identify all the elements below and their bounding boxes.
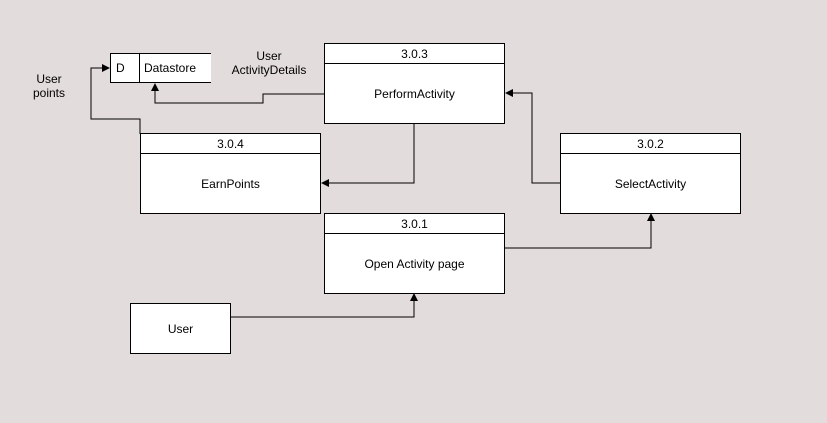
process-number: 3.0.2 xyxy=(561,134,740,154)
flow-label-user-points: User points xyxy=(26,72,72,100)
flow-label-line: User xyxy=(36,72,62,86)
process-name: SelectActivity xyxy=(614,176,687,191)
flow-perform-activity-to-datastore xyxy=(151,83,324,104)
datastore: D Datastore xyxy=(110,53,211,83)
process-name: EarnPoints xyxy=(201,176,260,191)
process-name: Open Activity page xyxy=(364,256,465,271)
process-number: 3.0.4 xyxy=(141,134,320,154)
flow-perform-activity-to-earn-points xyxy=(321,124,415,187)
process-perform-activity: 3.0.3 PerformActivity xyxy=(324,43,505,124)
process-open-activity-page: 3.0.1 Open Activity page xyxy=(324,213,505,294)
flow-open-activity-to-select-activity xyxy=(505,213,655,249)
process-select-activity: 3.0.2 SelectActivity xyxy=(560,133,741,214)
process-earn-points: 3.0.4 EarnPoints xyxy=(140,133,321,214)
flow-earn-points-to-datastore xyxy=(90,64,141,134)
datastore-name: Datastore xyxy=(144,61,197,75)
datastore-id: D xyxy=(111,54,140,82)
flow-label-activity-details: User ActivityDetails xyxy=(224,49,314,77)
flow-label-line: ActivityDetails xyxy=(231,63,307,77)
entity-name: User xyxy=(167,321,194,336)
flow-label-line: User xyxy=(256,49,282,63)
process-number: 3.0.3 xyxy=(325,44,504,64)
process-number: 3.0.1 xyxy=(325,214,504,234)
flow-label-line: points xyxy=(32,86,66,100)
process-name: PerformActivity xyxy=(374,86,455,101)
external-entity-user: User xyxy=(130,303,231,354)
flow-user-to-open-activity xyxy=(231,293,418,318)
flow-select-activity-to-perform-activity xyxy=(505,89,560,184)
